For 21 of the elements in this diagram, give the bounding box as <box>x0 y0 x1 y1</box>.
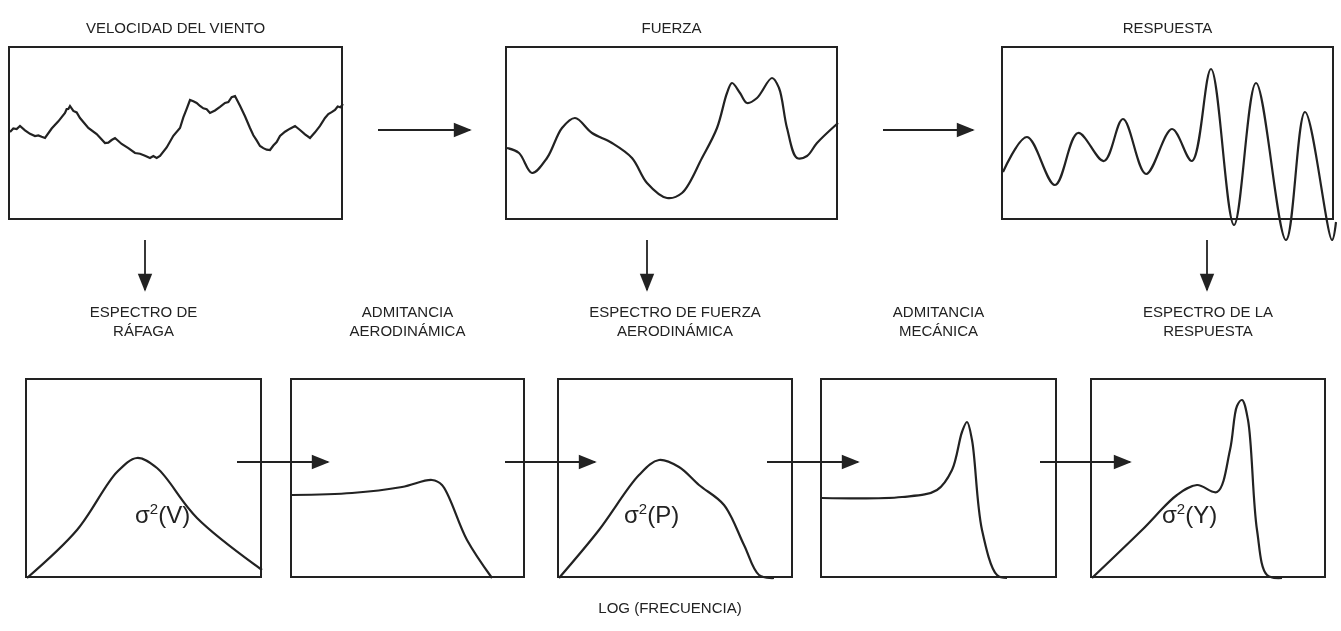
plot-heading: ESPECTRO DE FUERZA AERODINÁMICA <box>588 302 762 340</box>
arrow <box>137 239 153 292</box>
arrow <box>882 122 975 138</box>
arrow <box>1039 454 1132 470</box>
plot-heading: ESPECTRO DE LA RESPUESTA <box>1141 302 1274 340</box>
plot-heading: ESPECTRO DE RÁFAGA <box>88 302 199 340</box>
arrow <box>766 454 860 470</box>
arrow <box>1199 239 1215 292</box>
variance-label: σ$^{2}$(P) <box>624 500 680 529</box>
plot-heading: ADMITANCIA AERODINÁMICA <box>348 302 467 340</box>
plot-heading: ADMITANCIA MECÁNICA <box>891 302 986 340</box>
variance-label: σ$^{2}$(V) <box>135 500 191 529</box>
arrow <box>504 454 597 470</box>
plot-heading: FUERZA <box>641 18 702 37</box>
arrow <box>236 454 330 470</box>
arrow <box>377 122 472 138</box>
axis-caption: LOG (FRECUENCIA) <box>598 599 742 616</box>
arrow <box>639 239 655 292</box>
plot-heading: RESPUESTA <box>1122 18 1213 37</box>
variance-label: σ$^{2}$(Y) <box>1162 500 1218 529</box>
plot-heading: VELOCIDAD DEL VIENTO <box>85 18 266 37</box>
